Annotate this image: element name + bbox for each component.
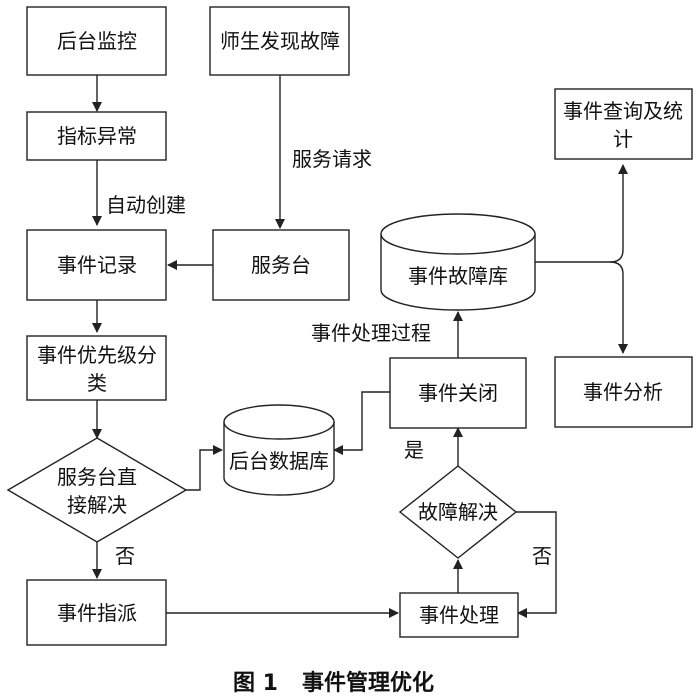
db-backend <box>223 404 335 496</box>
edge-faultdb-to-analysis <box>609 261 628 354</box>
caption-title: 事件管理优化 <box>302 670 434 696</box>
label-event-record: 事件记录 <box>57 253 137 277</box>
node-metric-abnormal <box>26 111 167 161</box>
label-backend-monitor: 后台监控 <box>57 29 137 53</box>
edge-direct-to-backenddb <box>186 445 223 491</box>
caption-label: 图 1 <box>233 671 278 696</box>
node-process <box>399 592 519 638</box>
connectors <box>92 75 628 618</box>
node-fault-found <box>209 6 350 76</box>
figure-caption: 图 1 事件管理优化 <box>233 670 434 696</box>
label-auto-create: 自动创建 <box>106 193 186 217</box>
label-backend-db: 后台数据库 <box>229 449 329 473</box>
label-yes: 是 <box>404 438 424 462</box>
node-service-desk <box>212 229 350 301</box>
label-dispatch: 事件指派 <box>57 601 137 625</box>
label-query-2: 计 <box>613 127 633 151</box>
label-analysis: 事件分析 <box>583 380 663 404</box>
node-close <box>389 357 527 429</box>
label-no-resolved: 否 <box>532 544 552 568</box>
label-priority-1: 事件优先级分 <box>37 343 157 367</box>
label-service-request: 服务请求 <box>292 147 372 171</box>
label-priority-2: 类 <box>87 371 107 395</box>
edge-faultdb-to-query <box>534 164 628 263</box>
node-backend-monitor <box>26 6 167 76</box>
node-dispatch <box>26 579 167 646</box>
edge-close-to-backenddb <box>333 391 390 455</box>
label-close: 事件关闭 <box>418 381 498 405</box>
label-query-1: 事件查询及统 <box>563 99 683 123</box>
shapes <box>6 6 693 646</box>
label-service-desk: 服务台 <box>251 253 311 277</box>
label-direct-2: 接解决 <box>67 493 127 517</box>
node-event-record <box>26 229 167 301</box>
node-resolved <box>398 465 518 559</box>
label-no-direct: 否 <box>115 544 135 568</box>
node-query <box>554 88 693 160</box>
node-direct-solve <box>6 437 188 543</box>
label-metric-abnormal: 指标异常 <box>57 124 137 148</box>
label-process: 事件处理 <box>419 603 499 627</box>
db-fault <box>380 213 536 311</box>
label-process-flow: 事件处理过程 <box>311 321 431 345</box>
node-priority <box>26 335 167 401</box>
label-direct-1: 服务台直 <box>57 465 137 489</box>
node-analysis <box>554 356 693 428</box>
label-resolved: 故障解决 <box>418 500 498 524</box>
edge-resolved-no-to-process <box>516 511 557 618</box>
edge-labels: 自动创建 服务请求 否 是 否 事件处理过程 <box>106 147 552 568</box>
node-labels: 后台监控 师生发现故障 指标异常 事件记录 服务台 事件优先级分 类 服务台直 … <box>37 29 683 627</box>
label-fault-found: 师生发现故障 <box>220 29 340 53</box>
label-fault-db: 事件故障库 <box>408 264 508 288</box>
